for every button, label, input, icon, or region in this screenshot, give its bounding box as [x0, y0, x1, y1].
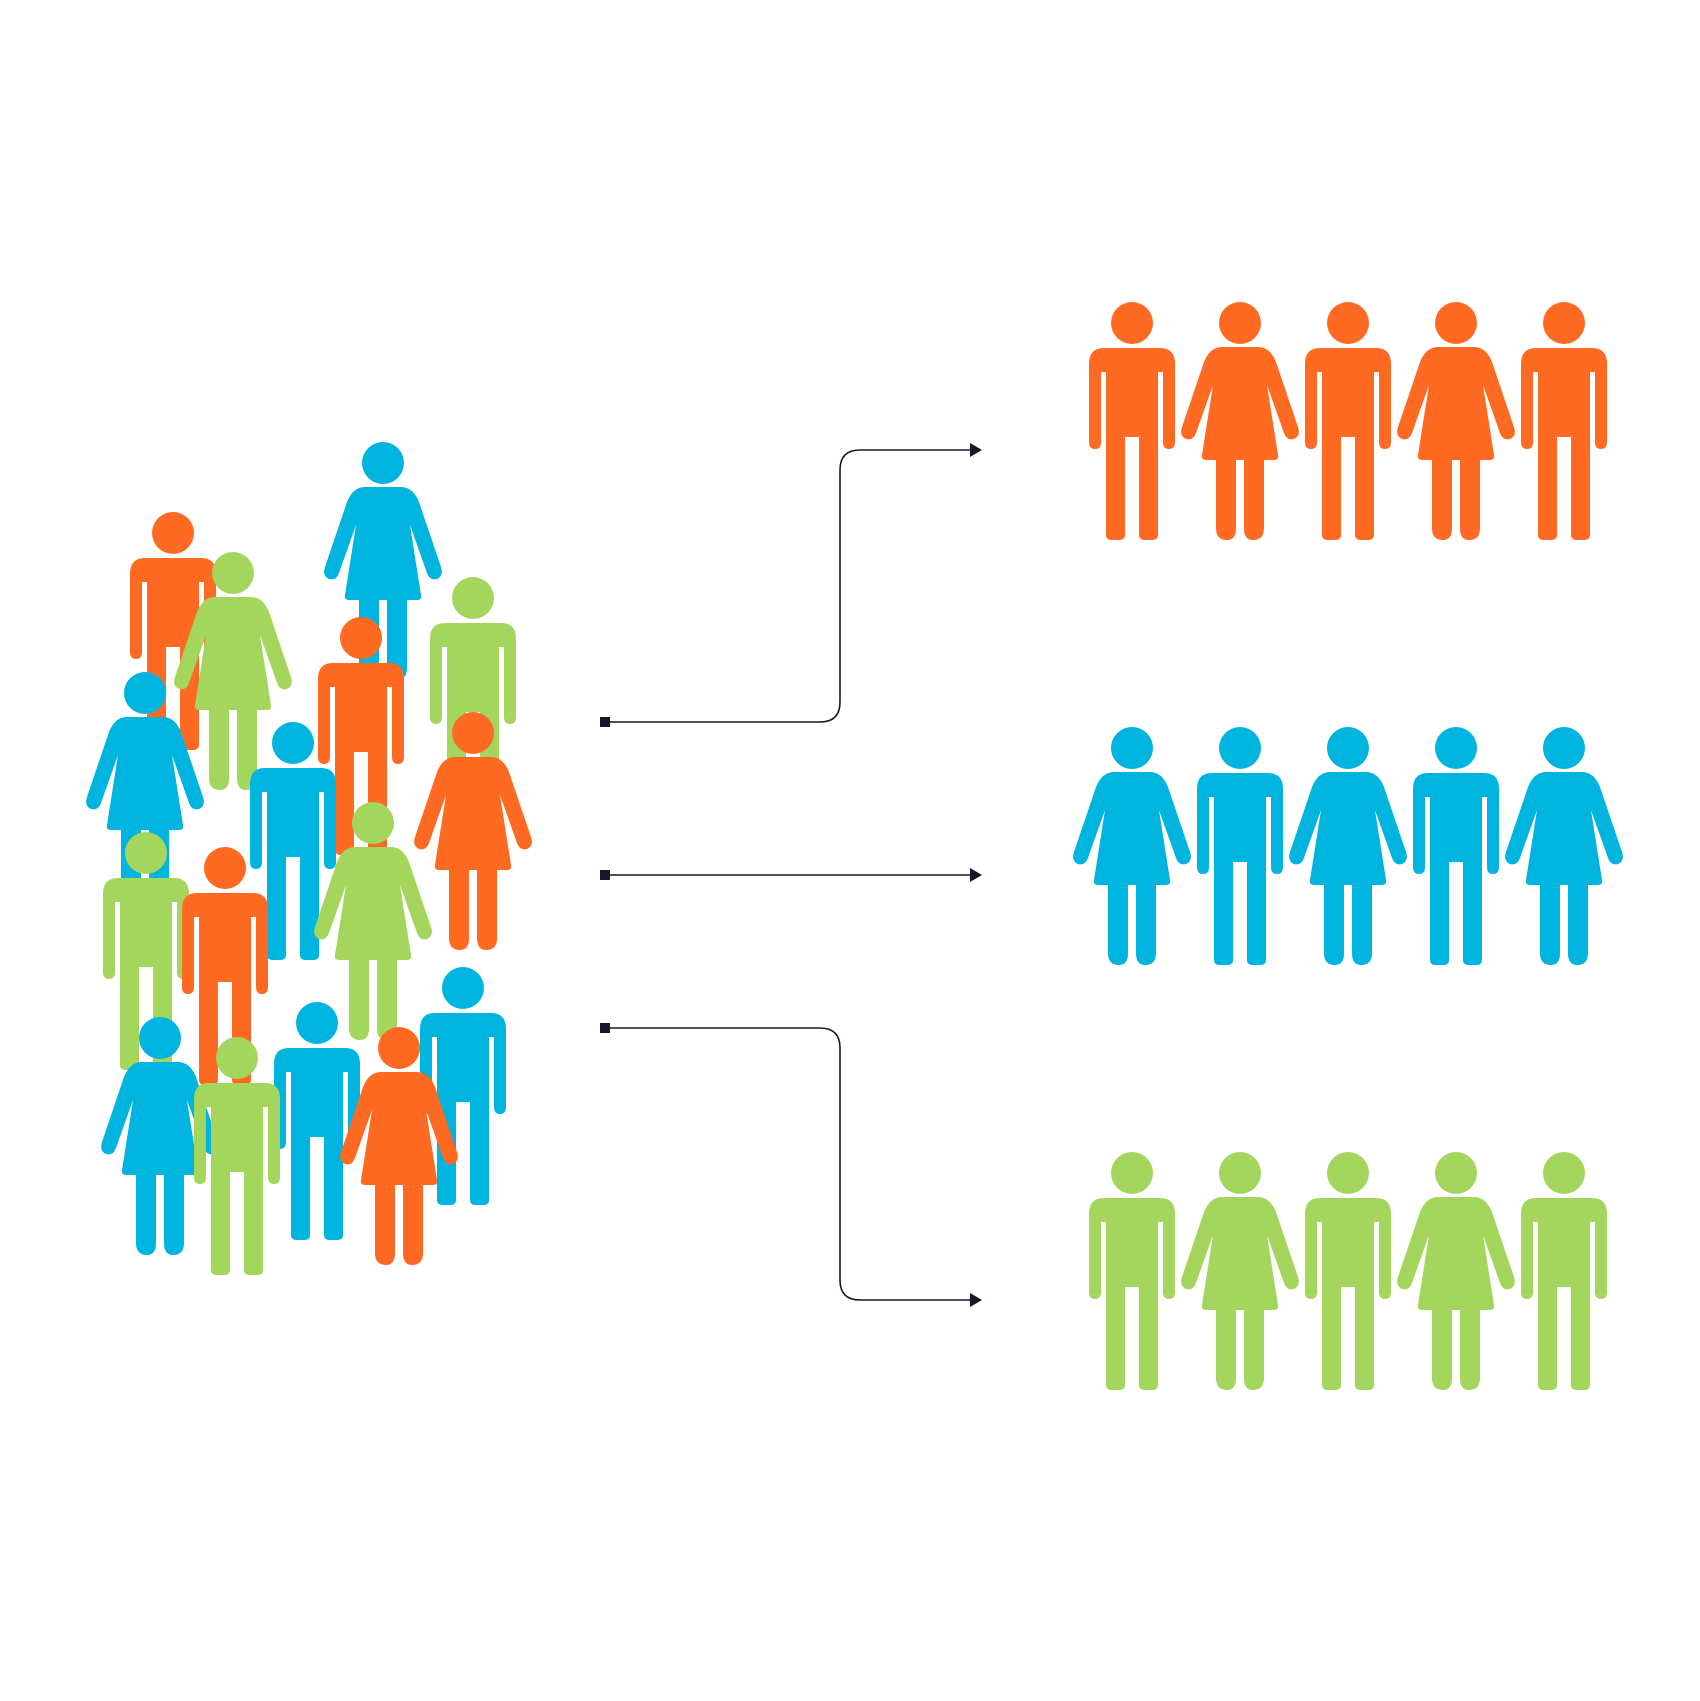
connector-to-group-orange [600, 443, 982, 727]
crowd-person-blue-female-icon [101, 1017, 219, 1255]
arrowhead-icon [970, 443, 982, 457]
group-blue-male-icon [1197, 727, 1283, 965]
mixed-crowd [86, 442, 532, 1275]
crowd-person-orange-female-icon [414, 712, 532, 950]
segmented-groups [1073, 302, 1623, 1390]
crowd-person-blue-male-icon [250, 722, 336, 960]
group-orange-male-icon [1305, 302, 1391, 540]
group-orange-male-icon [1521, 302, 1607, 540]
connector-line [605, 1027, 970, 1301]
connectors [600, 443, 982, 1307]
group-green-female-icon [1181, 1152, 1299, 1390]
connector-start-square-icon [600, 717, 610, 727]
group-blue [1073, 727, 1623, 965]
crowd-person-blue-male-icon [274, 1002, 360, 1240]
connector-start-square-icon [600, 1023, 610, 1033]
connector-line [605, 449, 970, 723]
crowd-person-blue-female-icon [324, 442, 442, 680]
arrowhead-icon [970, 1293, 982, 1307]
crowd-person-blue-female-icon [86, 672, 204, 910]
group-blue-female-icon [1073, 727, 1191, 965]
crowd-person-blue-male-icon [420, 967, 506, 1205]
connector-to-group-blue [600, 868, 982, 882]
group-orange-female-icon [1397, 302, 1515, 540]
connector-to-group-green [600, 1023, 982, 1307]
crowd-person-orange-male-icon [182, 847, 268, 1085]
group-green-female-icon [1397, 1152, 1515, 1390]
group-green-male-icon [1521, 1152, 1607, 1390]
group-orange [1089, 302, 1607, 540]
group-orange-male-icon [1089, 302, 1175, 540]
group-blue-female-icon [1289, 727, 1407, 965]
group-blue-male-icon [1413, 727, 1499, 965]
group-orange-female-icon [1181, 302, 1299, 540]
crowd-person-orange-female-icon [340, 1027, 458, 1265]
arrowhead-icon [970, 868, 982, 882]
crowd-person-green-female-icon [314, 802, 432, 1040]
crowd-person-green-female-icon [174, 552, 292, 790]
group-green [1089, 1152, 1607, 1390]
connector-start-square-icon [600, 870, 610, 880]
crowd-person-green-male-icon [194, 1037, 280, 1275]
group-green-male-icon [1089, 1152, 1175, 1390]
group-green-male-icon [1305, 1152, 1391, 1390]
group-blue-female-icon [1505, 727, 1623, 965]
